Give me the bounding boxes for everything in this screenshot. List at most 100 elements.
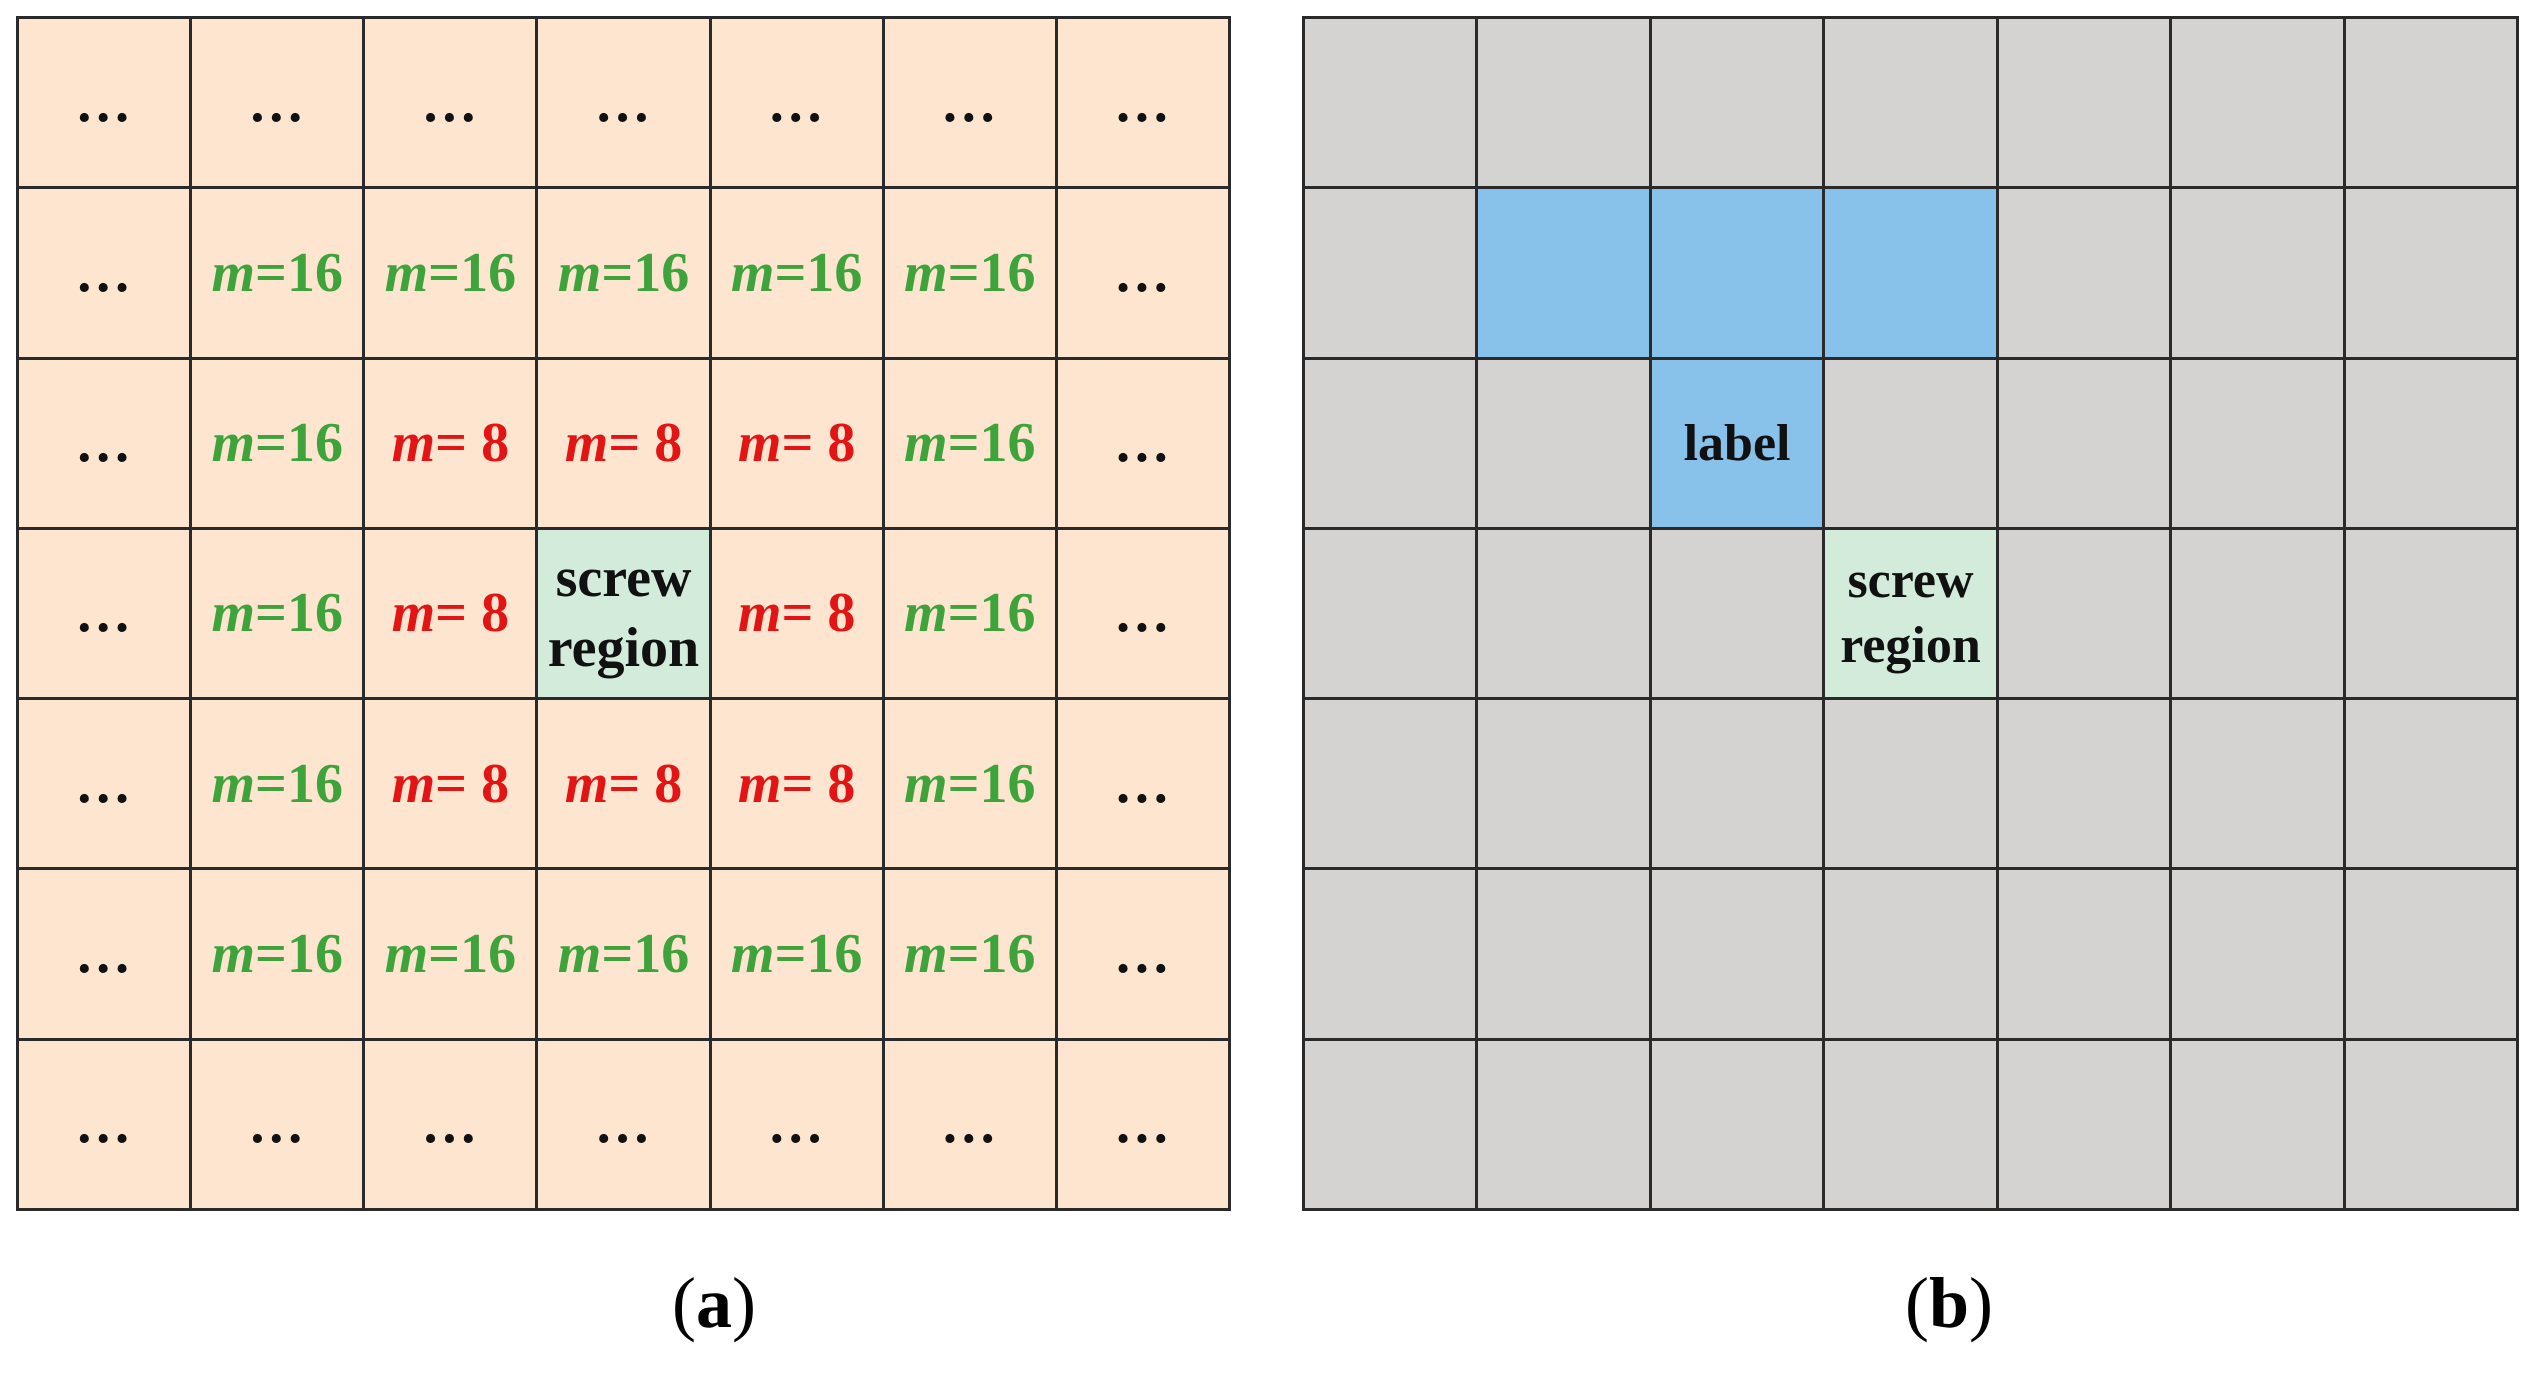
panel-b-caption-label: b bbox=[1928, 1263, 1970, 1343]
grid-cell bbox=[2172, 359, 2346, 530]
cell-value: =16 bbox=[255, 582, 343, 645]
variable-m: m bbox=[211, 752, 256, 815]
grid-cell bbox=[1998, 189, 2173, 360]
panel-b-grid: label screw region bbox=[1302, 16, 2519, 1211]
grid-cell bbox=[1998, 700, 2173, 871]
cell-value: = 8 bbox=[781, 412, 856, 475]
cell-value: =16 bbox=[947, 752, 1036, 815]
cell-value: = 8 bbox=[435, 752, 510, 815]
screw-region-line2: region bbox=[547, 617, 700, 680]
grid-cell bbox=[2172, 1040, 2346, 1211]
cell-value: = 8 bbox=[435, 582, 510, 645]
ellipsis-cell: … bbox=[884, 19, 1058, 190]
variable-m: m bbox=[737, 582, 782, 645]
panel-a-caption-label: a bbox=[695, 1263, 732, 1343]
cell-value: =16 bbox=[428, 241, 517, 304]
cell-m-8: m= 8 bbox=[365, 359, 539, 530]
cell-value: = 8 bbox=[435, 412, 510, 475]
grid-cell bbox=[2172, 529, 2346, 701]
cell-value: =16 bbox=[601, 241, 690, 304]
cell-value: =16 bbox=[947, 923, 1036, 986]
cell-m-16: m=16 bbox=[538, 870, 712, 1041]
cell-m-8: m= 8 bbox=[365, 529, 539, 701]
cell-value: =16 bbox=[947, 412, 1036, 475]
ellipsis-cell: … bbox=[1057, 359, 1231, 530]
grid-cell bbox=[1825, 19, 1999, 190]
ellipsis-cell: … bbox=[1057, 700, 1231, 871]
variable-m: m bbox=[211, 241, 256, 304]
variable-m: m bbox=[564, 412, 609, 475]
grid-cell bbox=[1305, 700, 1479, 871]
cell-m-16: m=16 bbox=[711, 870, 885, 1041]
grid-cell bbox=[1998, 359, 2173, 530]
grid-cell bbox=[2345, 1040, 2519, 1211]
grid-cell bbox=[1825, 1040, 1999, 1211]
variable-m: m bbox=[904, 412, 948, 475]
cell-m-16: m=16 bbox=[884, 700, 1058, 871]
grid-cell bbox=[1825, 700, 1999, 871]
label-cell: label bbox=[1651, 359, 1826, 530]
variable-m: m bbox=[904, 752, 948, 815]
grid-cell bbox=[1478, 529, 1652, 701]
screw-region-line2: region bbox=[1840, 617, 1981, 675]
ellipsis-cell: … bbox=[538, 1040, 712, 1211]
panel-b-caption: (b) bbox=[1905, 1263, 1994, 1343]
cell-m-16: m=16 bbox=[711, 189, 885, 360]
grid-cell bbox=[2345, 19, 2519, 190]
grid-cell bbox=[2172, 189, 2346, 360]
cell-value: = 8 bbox=[781, 582, 856, 645]
variable-m: m bbox=[730, 923, 775, 986]
cell-m-16: m=16 bbox=[884, 870, 1058, 1041]
ellipsis-cell: … bbox=[19, 870, 193, 1041]
cell-value: =16 bbox=[601, 923, 690, 986]
variable-m: m bbox=[391, 582, 436, 645]
ellipsis-cell: … bbox=[1057, 529, 1231, 701]
variable-m: m bbox=[904, 241, 948, 304]
cell-value: = 8 bbox=[608, 752, 683, 815]
grid-cell bbox=[2172, 700, 2346, 871]
variable-m: m bbox=[391, 412, 436, 475]
grid-cell bbox=[1305, 1040, 1479, 1211]
variable-m: m bbox=[211, 582, 256, 645]
grid-cell bbox=[1998, 1040, 2173, 1211]
grid-cell bbox=[2345, 700, 2519, 871]
ellipsis-cell: … bbox=[19, 189, 193, 360]
cell-m-16: m=16 bbox=[192, 189, 366, 360]
variable-m: m bbox=[737, 752, 782, 815]
cell-m-8: m= 8 bbox=[365, 700, 539, 871]
grid-cell bbox=[1651, 19, 1826, 190]
variable-m: m bbox=[211, 412, 256, 475]
grid-cell bbox=[1305, 19, 1479, 190]
ellipsis-cell: … bbox=[19, 1040, 193, 1211]
cell-value: =16 bbox=[255, 241, 343, 304]
grid-cell bbox=[1305, 870, 1479, 1041]
cell-m-16: m=16 bbox=[192, 700, 366, 871]
variable-m: m bbox=[730, 241, 775, 304]
grid-cell bbox=[1305, 529, 1479, 701]
grid-cell bbox=[1651, 1040, 1826, 1211]
grid-cell bbox=[2172, 19, 2346, 190]
cell-m-16: m=16 bbox=[192, 359, 366, 530]
panel-a-caption: (a) bbox=[672, 1263, 756, 1343]
ellipsis-cell: … bbox=[711, 1040, 885, 1211]
label-region-cell bbox=[1478, 189, 1652, 360]
cell-m-8: m= 8 bbox=[538, 700, 712, 871]
cell-value: = 8 bbox=[608, 412, 683, 475]
grid-cell bbox=[1651, 700, 1826, 871]
ellipsis-cell: … bbox=[19, 529, 193, 701]
screw-region-cell: screw region bbox=[1825, 529, 1999, 701]
cell-m-8: m= 8 bbox=[538, 359, 712, 530]
ellipsis-cell: … bbox=[19, 19, 193, 190]
grid-cell bbox=[2345, 359, 2519, 530]
ellipsis-cell: … bbox=[1057, 870, 1231, 1041]
grid-cell bbox=[1305, 359, 1479, 530]
screw-region-line1: screw bbox=[1847, 552, 1974, 610]
ellipsis-cell: … bbox=[365, 1040, 539, 1211]
grid-cell bbox=[1825, 359, 1999, 530]
cell-value: =16 bbox=[947, 582, 1036, 645]
ellipsis-cell: … bbox=[365, 19, 539, 190]
ellipsis-cell: … bbox=[19, 700, 193, 871]
grid-cell bbox=[1998, 19, 2173, 190]
